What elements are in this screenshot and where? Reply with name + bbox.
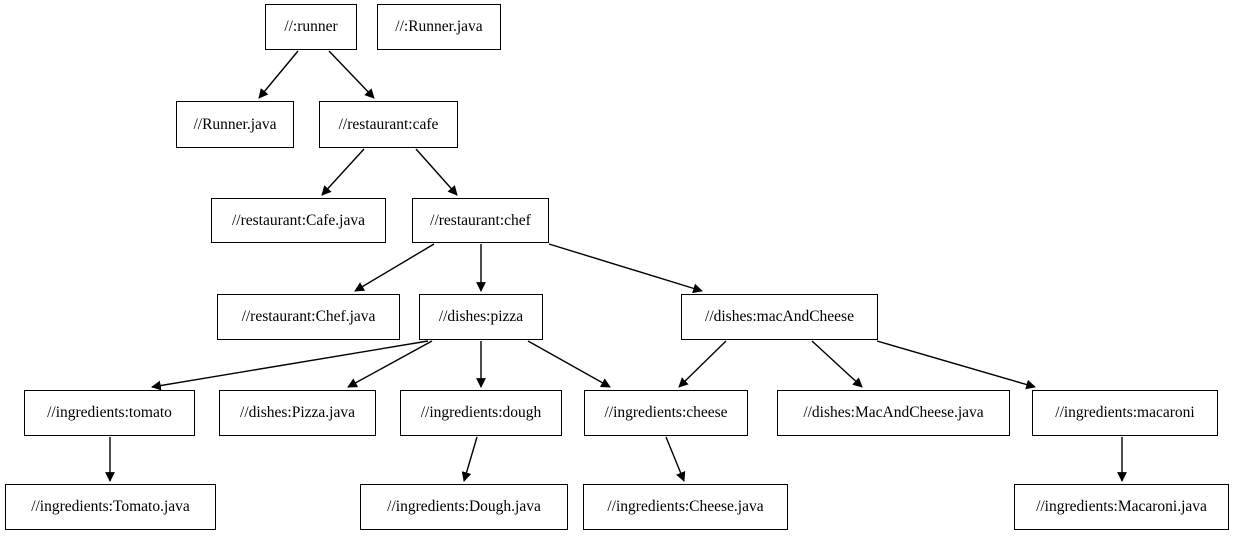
graph-edge-ingredients-dough-to-ingredients-dough-java: [461, 436, 478, 482]
graph-node-restaurant-chef[interactable]: //restaurant:chef: [412, 198, 549, 243]
graph-node-ingredients-macaroni[interactable]: //ingredients:macaroni: [1032, 390, 1218, 436]
graph-node-ingredients-dough-java[interactable]: //ingredients:Dough.java: [360, 484, 568, 530]
graph-node-restaurant-cafe-java[interactable]: //restaurant:Cafe.java: [211, 198, 386, 243]
graph-edge-ingredients-cheese-to-ingredients-cheese-java: [665, 436, 686, 482]
graph-node-dishes-pizza[interactable]: //dishes:pizza: [419, 294, 543, 340]
graph-node-label: //ingredients:Cheese.java: [607, 498, 764, 516]
graph-node-label: //dishes:pizza: [438, 308, 524, 326]
graph-edge-restaurant-cafe-to-restaurant-chef: [415, 148, 458, 196]
graph-node-label: //restaurant:Chef.java: [241, 308, 376, 326]
graph-edge-dishes-pizza-to-ingredients-tomato: [151, 340, 429, 391]
graph-edge-dishes-macandcheese-to-ingredients-cheese: [678, 340, 727, 388]
graph-node-ingredients-tomato[interactable]: //ingredients:tomato: [24, 390, 195, 436]
graph-edge-restaurant-chef-to-dishes-macandcheese: [548, 243, 703, 294]
graph-edge-runner-target-to-restaurant-cafe: [328, 50, 375, 99]
graph-node-label: //ingredients:Macaroni.java: [1036, 498, 1207, 516]
graph-node-label: //ingredients:Tomato.java: [31, 498, 190, 516]
graph-node-label: //ingredients:macaroni: [1055, 404, 1195, 422]
graph-node-label: //dishes:macAndCheese: [705, 308, 854, 326]
graph-node-root-runner-java[interactable]: //:Runner.java: [377, 4, 501, 50]
graph-node-restaurant-chef-java[interactable]: //restaurant:Chef.java: [217, 294, 400, 340]
graph-node-dishes-macandcheese-java[interactable]: //dishes:MacAndCheese.java: [777, 390, 1010, 436]
graph-node-label: //restaurant:chef: [430, 211, 531, 229]
graph-edge-restaurant-cafe-to-restaurant-cafe-java: [321, 148, 365, 196]
graph-node-ingredients-tomato-java[interactable]: //ingredients:Tomato.java: [5, 484, 216, 530]
graph-node-label: //ingredients:cheese: [604, 404, 728, 422]
graph-node-label: //dishes:MacAndCheese.java: [803, 404, 984, 422]
graph-node-label: //Runner.java: [193, 115, 277, 133]
graph-node-label: //restaurant:cafe: [338, 115, 439, 133]
graph-node-dishes-macandcheese[interactable]: //dishes:macAndCheese: [681, 294, 878, 340]
graph-node-label: //dishes:Pizza.java: [240, 404, 355, 422]
graph-node-label: //restaurant:Cafe.java: [232, 211, 365, 229]
graph-node-ingredients-dough[interactable]: //ingredients:dough: [400, 390, 562, 436]
graph-node-runner-java[interactable]: //Runner.java: [176, 101, 294, 148]
graph-edge-dishes-macandcheese-to-dishes-macandcheese-java: [811, 340, 863, 388]
graph-node-ingredients-cheese[interactable]: //ingredients:cheese: [584, 390, 748, 436]
graph-node-dishes-pizza-java[interactable]: //dishes:Pizza.java: [219, 390, 376, 436]
graph-node-label: //:runner: [284, 18, 338, 36]
graph-edge-dishes-macandcheese-to-ingredients-macaroni: [876, 340, 1036, 390]
graph-edge-dishes-pizza-to-ingredients-cheese: [527, 340, 611, 388]
graph-node-label: //ingredients:Dough.java: [387, 498, 541, 516]
graph-node-ingredients-cheese-java[interactable]: //ingredients:Cheese.java: [583, 484, 788, 530]
graph-node-restaurant-cafe[interactable]: //restaurant:cafe: [319, 101, 458, 148]
graph-node-label: //:Runner.java: [395, 18, 483, 36]
graph-node-label: //ingredients:dough: [420, 404, 542, 422]
graph-edge-restaurant-chef-to-restaurant-chef-java: [354, 243, 435, 292]
graph-edge-runner-target-to-runner-java: [258, 50, 299, 99]
graph-node-ingredients-macaroni-java[interactable]: //ingredients:Macaroni.java: [1014, 484, 1229, 530]
graph-node-label: //ingredients:tomato: [47, 404, 172, 422]
graph-node-runner-target[interactable]: //:runner: [265, 4, 357, 50]
graph-edge-dishes-pizza-to-dishes-pizza-java: [347, 340, 433, 388]
